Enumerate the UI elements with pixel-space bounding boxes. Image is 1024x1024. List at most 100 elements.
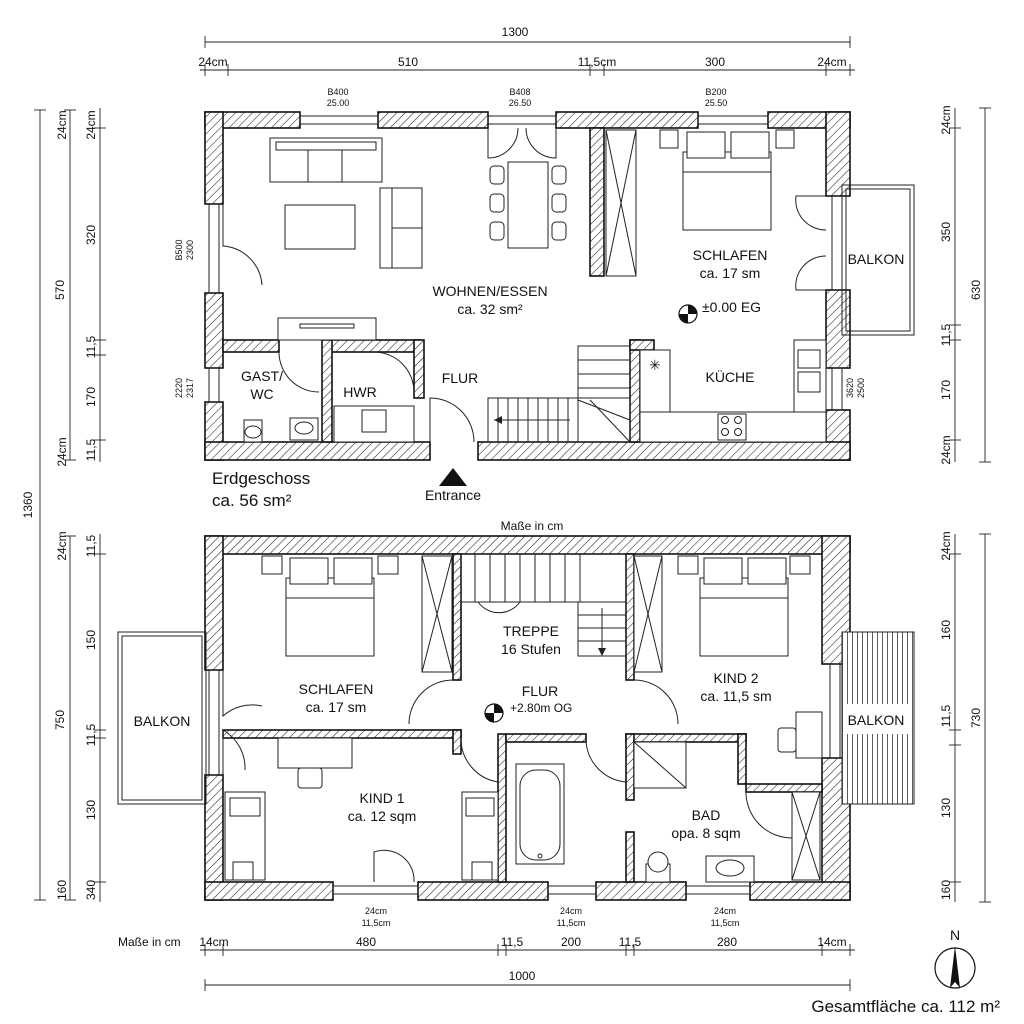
of-level-marker-icon xyxy=(484,703,504,723)
ground-area: ca. 56 sm² xyxy=(212,491,292,510)
gf-schlafen-label: SCHLAFEN xyxy=(693,247,768,263)
ground-balcony: BALKON xyxy=(841,184,915,336)
upper-left-dim-3: 11,5 xyxy=(84,723,98,746)
bw-1-b: 11,5cm xyxy=(557,918,586,928)
gf-schlafen-area: ca. 17 sm xyxy=(700,265,761,281)
upper-balconies: BALKON BALKON xyxy=(117,631,915,805)
wohnen-label: WOHNEN/ESSEN xyxy=(432,283,547,299)
upper-furniture xyxy=(222,553,823,883)
ground-left-outer: 570 xyxy=(53,280,67,300)
ground-title: Erdgeschoss xyxy=(212,469,310,488)
ground-left-dim-0b: 24cm xyxy=(84,110,98,139)
upper-bottom-dimensions: Maße in cm 14cm 480 11,5 200 11,5 280 14… xyxy=(118,935,855,991)
upper-left-dimensions: 750 11,5 24cm 150 11,5 130 160 340 xyxy=(53,531,106,902)
ground-right-dim-1: 350 xyxy=(939,222,953,242)
north-label: N xyxy=(950,927,960,943)
left-window2-size: 2317 xyxy=(185,378,195,398)
ground-left-dimensions: 1360 570 24cm 24cm 320 11,5 170 11,5 24c… xyxy=(21,108,106,901)
upper-right-outer: 730 xyxy=(969,708,983,728)
right-window-size: 2500 xyxy=(856,378,866,398)
upper-windows xyxy=(208,663,841,895)
ground-right-dim-0: 24cm xyxy=(939,105,953,134)
bottom-masse-label: Maße in cm xyxy=(118,935,181,949)
upper-right-dimensions: 24cm 160 11,5 130 160 730 xyxy=(939,531,991,903)
ground-furniture: ✳ xyxy=(222,127,827,443)
gast-label: GAST/ xyxy=(241,368,283,384)
bad-area: opa. 8 sqm xyxy=(671,825,740,841)
ground-total-width: 1300 xyxy=(502,25,529,39)
left-window-size: 2300 xyxy=(185,240,195,260)
ground-left-dim-1: 320 xyxy=(84,225,98,245)
upper-right-dim-0: 24cm xyxy=(939,531,953,560)
bw-0-a: 24cm xyxy=(365,906,387,916)
stair-arrow-icon xyxy=(494,416,502,424)
kind2-label: KIND 2 xyxy=(713,670,758,686)
bad-label: BAD xyxy=(692,807,721,823)
ground-right-dim-3: 170 xyxy=(939,380,953,400)
of-schlafen-label: SCHLAFEN xyxy=(299,681,374,697)
bottom-dim-1: 480 xyxy=(356,935,376,949)
upper-left-dim-5: 160 xyxy=(55,880,69,900)
bottom-total: 1000 xyxy=(509,969,536,983)
upper-room-labels: SCHLAFEN ca. 17 sm TREPPE 16 Stufen FLUR… xyxy=(299,623,772,841)
bottom-dim-0: 14cm xyxy=(199,935,228,949)
treppe-label: TREPPE xyxy=(503,623,559,639)
bw-2-b: 11,5cm xyxy=(711,918,740,928)
window-size-0: 25.00 xyxy=(327,98,350,108)
window-code-1: B408 xyxy=(509,87,530,97)
bottom-dim-4: 11,5 xyxy=(619,935,642,949)
upper-left-dim-0: 11,5 xyxy=(84,534,98,557)
bw-2-a: 24cm xyxy=(714,906,736,916)
upper-left-dim-6: 340 xyxy=(84,880,98,900)
upper-right-dim-1: 160 xyxy=(939,620,953,640)
of-flur-label: FLUR xyxy=(522,683,559,699)
dim-top-0: 24cm xyxy=(198,55,227,69)
gf-level-marker-icon xyxy=(678,304,698,324)
kind2-area: ca. 11,5 sm xyxy=(700,688,771,704)
bottom-dim-2: 11,5 xyxy=(501,935,524,949)
ground-window-codes: B400 25.00 B408 26.50 B200 25.50 B500 23… xyxy=(174,87,866,398)
window-size-1: 26.50 xyxy=(509,98,532,108)
left-window-code: B500 xyxy=(174,239,184,260)
upper-balkon-right-label: BALKON xyxy=(848,712,905,728)
kitchen-star-icon: ✳ xyxy=(649,357,661,373)
upper-walls xyxy=(204,535,851,901)
entrance-arrow-icon xyxy=(439,468,467,486)
dim-top-3: 300 xyxy=(705,55,725,69)
upper-stair-arrow-icon xyxy=(598,648,606,656)
kind1-label: KIND 1 xyxy=(359,790,404,806)
wc-label: WC xyxy=(250,386,273,402)
ground-room-labels: WOHNEN/ESSEN ca. 32 sm² SCHLAFEN ca. 17 … xyxy=(241,247,767,402)
of-schlafen-area: ca. 17 sm xyxy=(306,699,367,715)
kueche-label: KÜCHE xyxy=(705,368,754,385)
upper-right-dim-4: 160 xyxy=(939,880,953,900)
window-code-0: B400 xyxy=(327,87,348,97)
ground-left-dim-5: 24cm xyxy=(55,437,69,466)
ground-left-dim-2: 11,5 xyxy=(84,335,98,358)
upper-balkon-left-label: BALKON xyxy=(134,713,191,729)
ground-right-dim-4: 24cm xyxy=(939,435,953,464)
gf-level-label: ±0.00 EG xyxy=(702,299,761,315)
hwr-label: HWR xyxy=(343,384,376,400)
dim-top-4: 24cm xyxy=(817,55,846,69)
ground-windows xyxy=(208,115,843,411)
ground-right-outer: 630 xyxy=(969,280,983,300)
bottom-dim-6: 14cm xyxy=(817,935,846,949)
bottom-dim-5: 280 xyxy=(717,935,737,949)
upper-right-dim-2: 11,5 xyxy=(939,704,953,727)
total-height: 1360 xyxy=(21,491,35,518)
ground-right-dim-2: 11,5 xyxy=(939,323,953,346)
window-size-2: 25.50 xyxy=(705,98,728,108)
upper-left-dim-2: 150 xyxy=(84,630,98,650)
north-arrow-icon: N xyxy=(934,927,976,989)
upper-left-outer: 750 xyxy=(53,710,67,730)
left-window2-code: 2220 xyxy=(174,378,184,398)
ground-balkon-label: BALKON xyxy=(848,251,905,267)
masse-label: Maße in cm xyxy=(501,519,564,533)
ground-right-dimensions: 24cm 350 11,5 170 24cm 630 xyxy=(939,105,991,465)
gf-flur-label: FLUR xyxy=(442,370,479,386)
ground-left-dim-3: 170 xyxy=(84,387,98,407)
right-window-code: 3620 xyxy=(845,378,855,398)
dim-top-1: 510 xyxy=(398,55,418,69)
